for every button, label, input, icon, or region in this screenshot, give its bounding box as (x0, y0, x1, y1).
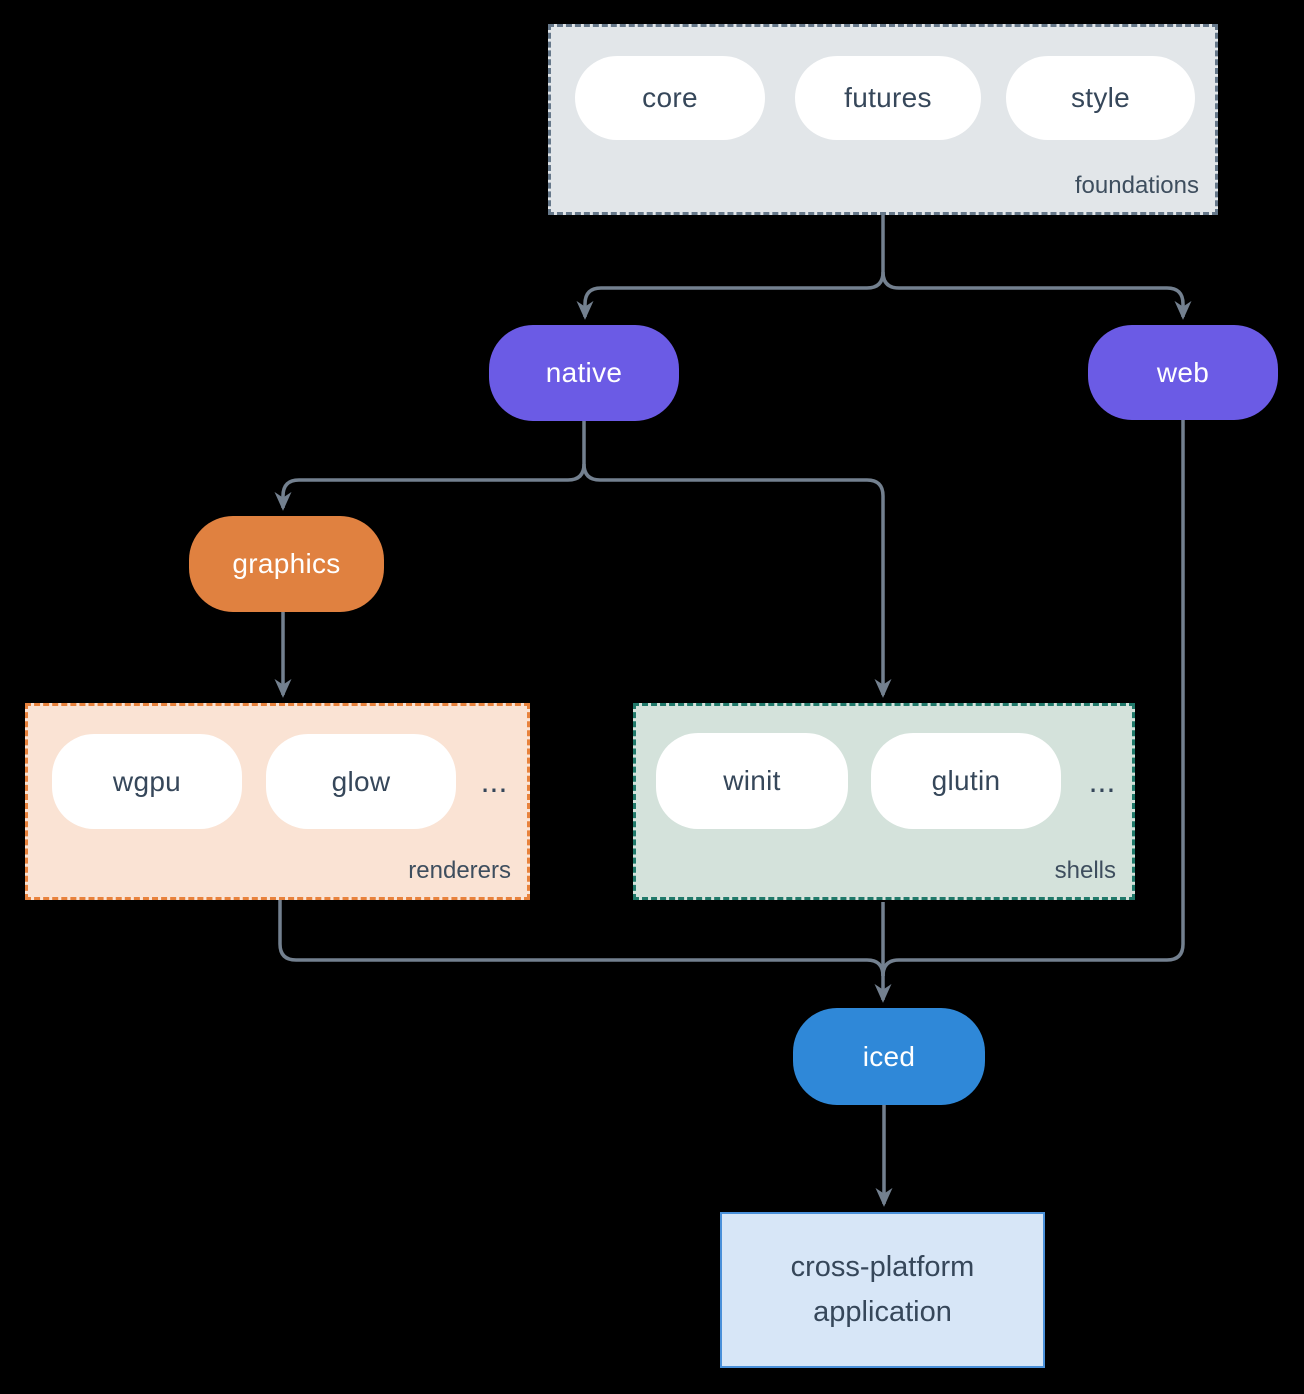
foundations-group-label: foundations (1074, 172, 1199, 199)
shells-group: winit glutin ... shells (633, 703, 1135, 900)
shells-ellipsis: ... (1088, 763, 1116, 799)
application-label-line2: application (813, 1296, 952, 1328)
renderers-group-label: renderers (408, 857, 511, 884)
node-winit: winit (656, 733, 848, 829)
node-style: style (1006, 56, 1195, 140)
edge-foundations-native (576, 215, 885, 320)
edge-web-iced (881, 420, 1185, 977)
renderers-group: wgpu glow ... renderers (25, 703, 530, 900)
node-glow: glow (266, 734, 456, 829)
node-graphics: graphics (189, 516, 384, 612)
edge-native-graphics (274, 421, 586, 511)
node-core: core (575, 56, 765, 140)
node-wgpu: wgpu (52, 734, 242, 829)
renderers-ellipsis: ... (480, 763, 508, 799)
node-native: native (489, 325, 679, 421)
node-futures: futures (795, 56, 981, 140)
edge-renderers-iced (278, 900, 885, 977)
foundations-group: core futures style foundations (548, 24, 1218, 215)
shells-group-label: shells (1054, 857, 1116, 884)
node-web: web (1088, 325, 1278, 420)
edge-foundations-web (881, 271, 1192, 320)
node-iced: iced (793, 1008, 985, 1105)
node-cross-platform-application: cross-platform application (720, 1212, 1045, 1368)
edge-native-shells (582, 463, 892, 698)
application-label-line1: cross-platform (790, 1251, 975, 1284)
node-glutin: glutin (871, 733, 1061, 829)
